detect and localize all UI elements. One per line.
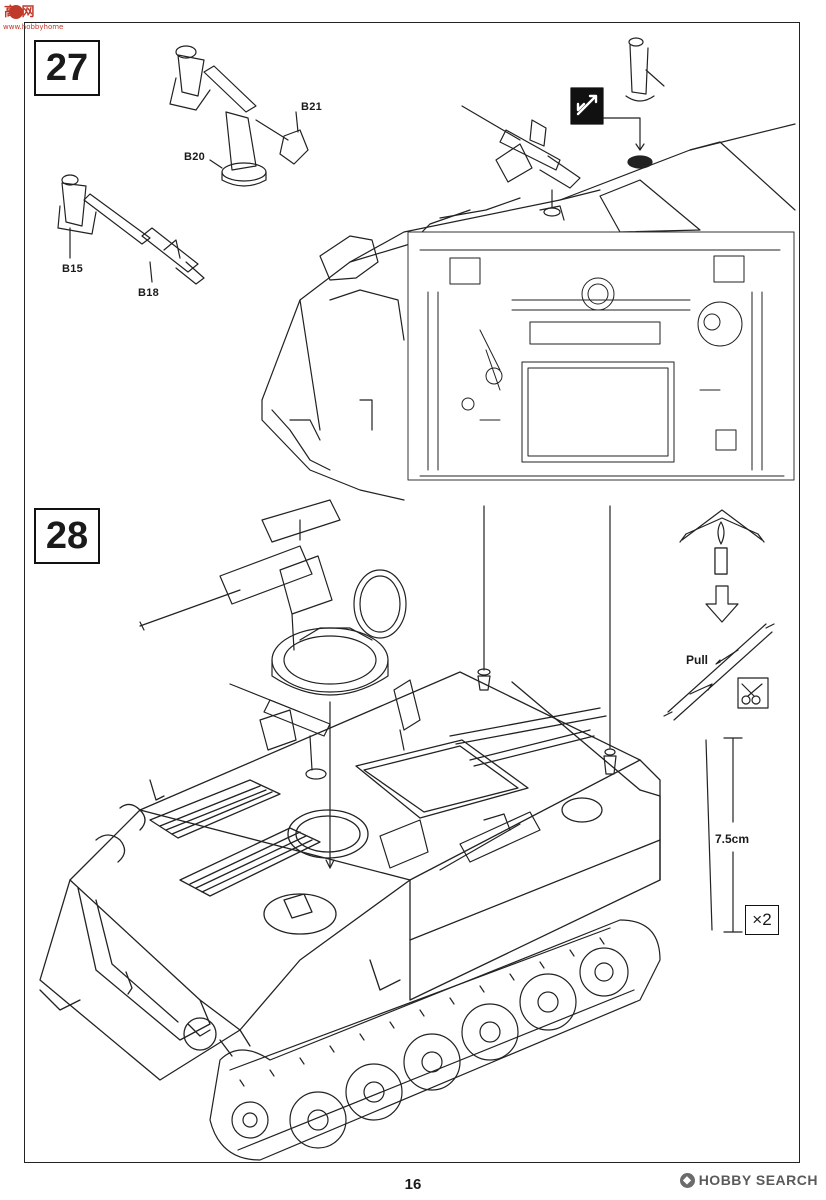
page-frame bbox=[24, 22, 800, 1163]
length-measure-label: 7.5cm bbox=[715, 832, 750, 846]
candle-flame-icon bbox=[714, 521, 728, 575]
step-number-28: 28 bbox=[34, 508, 100, 564]
part-label-b15: B15 bbox=[62, 263, 84, 275]
svg-text:高 网: 高 网 bbox=[4, 4, 35, 20]
scissors-icon bbox=[737, 677, 769, 709]
svg-text:www.hobbyhome: www.hobbyhome bbox=[3, 23, 63, 31]
bottom-watermark: ◆ HOBBY SEARCH bbox=[679, 1172, 818, 1188]
top-view-inset bbox=[407, 231, 795, 481]
step27-mount-arrow bbox=[599, 37, 665, 169]
step28-hull bbox=[39, 671, 661, 1081]
step28-third-gun bbox=[379, 811, 541, 871]
down-arrow-icon bbox=[705, 585, 739, 623]
step28-secondary-gun bbox=[229, 679, 421, 780]
antenna-left bbox=[477, 505, 491, 691]
quantity-badge: ×2 bbox=[745, 905, 779, 935]
top-watermark: 高 网 www.hobbyhome bbox=[2, 2, 68, 32]
part-b15-b18 bbox=[57, 174, 205, 285]
pull-diagram bbox=[663, 623, 775, 721]
mirror-parts-icon bbox=[570, 87, 604, 125]
step-number-27: 27 bbox=[34, 40, 100, 96]
length-measure-diagram bbox=[705, 737, 743, 933]
part-label-b20: B20 bbox=[184, 151, 206, 163]
step27-vehicle-hull bbox=[261, 123, 796, 501]
step28-cupola bbox=[271, 569, 407, 869]
part-label-b21: B21 bbox=[301, 101, 323, 113]
step28-tracks bbox=[209, 919, 661, 1161]
hobby-search-logo-icon: ◆ bbox=[679, 1172, 695, 1188]
pull-label: Pull bbox=[686, 653, 709, 667]
step27-machine-gun bbox=[461, 105, 581, 217]
bottom-watermark-text: HOBBY SEARCH bbox=[698, 1172, 818, 1188]
part-label-b18: B18 bbox=[138, 287, 160, 299]
antenna-right bbox=[603, 505, 617, 775]
step28-main-machine-gun bbox=[139, 499, 341, 651]
page-number: 16 bbox=[404, 1176, 422, 1193]
part-b20-b21-mount bbox=[169, 45, 309, 187]
